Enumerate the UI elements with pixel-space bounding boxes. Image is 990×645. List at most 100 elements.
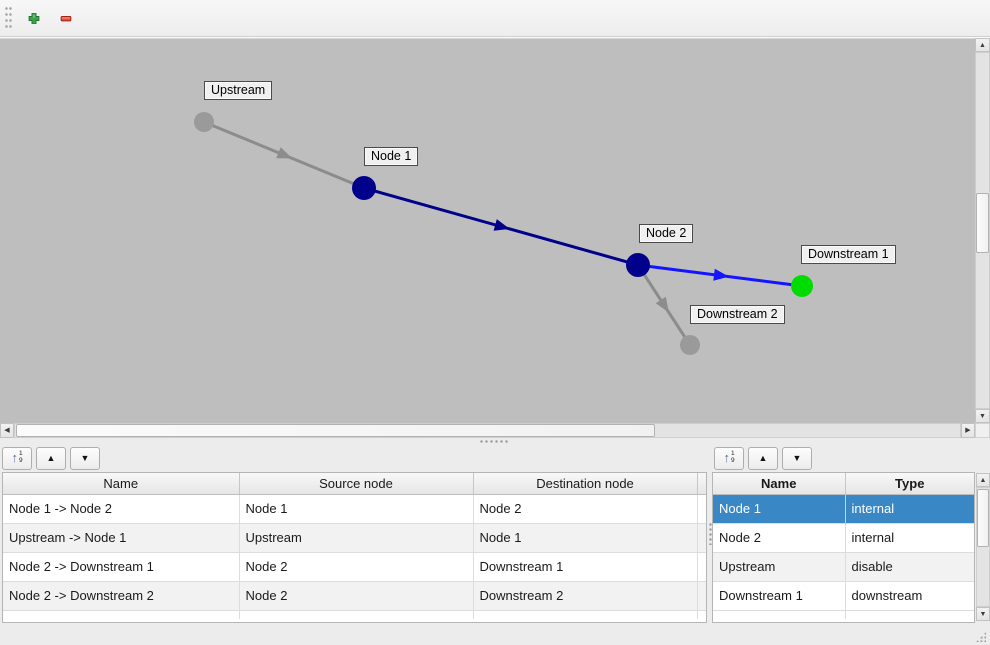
move-down-button[interactable]: ▼ bbox=[70, 446, 100, 470]
cell bbox=[239, 610, 474, 619]
edge-arrow-icon bbox=[655, 296, 669, 313]
canvas-horizontal-scrollbar[interactable]: ◀ ▶ bbox=[0, 423, 975, 438]
node-label[interactable]: Downstream 2 bbox=[690, 305, 785, 324]
cell: Node 2 bbox=[239, 552, 474, 582]
scroll-up-button[interactable]: ▲ bbox=[976, 473, 990, 487]
graph-node[interactable] bbox=[680, 335, 700, 355]
graph-node[interactable] bbox=[626, 253, 650, 277]
node-label[interactable]: Node 2 bbox=[639, 224, 694, 243]
scrollbar-corner bbox=[975, 423, 990, 438]
window-resize-grip[interactable] bbox=[976, 632, 986, 642]
node-label[interactable]: Node 1 bbox=[364, 147, 419, 166]
cell bbox=[713, 610, 846, 619]
toolbar-drag-handle[interactable] bbox=[5, 7, 13, 29]
minus-icon bbox=[60, 15, 72, 21]
move-up-button[interactable]: ▲ bbox=[36, 446, 66, 470]
cell bbox=[3, 610, 240, 619]
arrow-up-icon: ▲ bbox=[979, 41, 986, 49]
arrow-up-icon: ▲ bbox=[979, 476, 987, 484]
nodes-table-scrollbar[interactable]: ▲ ▼ bbox=[976, 473, 990, 621]
cell: Node 2 bbox=[239, 581, 474, 611]
cell bbox=[697, 552, 706, 582]
graph-node[interactable] bbox=[194, 112, 214, 132]
graph-node[interactable] bbox=[352, 176, 376, 200]
cell: Node 1 bbox=[239, 494, 474, 524]
scroll-down-button[interactable]: ▼ bbox=[975, 409, 990, 423]
column-header[interactable]: Destination node bbox=[473, 473, 698, 495]
arrow-down-icon: ▼ bbox=[979, 610, 987, 618]
scroll-down-button[interactable]: ▼ bbox=[976, 607, 990, 621]
add-node-button[interactable] bbox=[21, 5, 47, 31]
graph-diagram bbox=[194, 112, 813, 355]
cell bbox=[697, 581, 706, 611]
empty-row bbox=[3, 610, 706, 619]
cell: internal bbox=[845, 523, 974, 553]
move-down-icon: ▼ bbox=[80, 453, 90, 463]
remove-node-button[interactable] bbox=[53, 5, 79, 31]
move-down-button[interactable]: ▼ bbox=[782, 446, 812, 470]
node-label[interactable]: Downstream 1 bbox=[801, 245, 896, 264]
scrollbar-thumb[interactable] bbox=[976, 193, 989, 253]
edge-arrow-icon bbox=[713, 268, 729, 281]
move-up-button[interactable]: ▲ bbox=[748, 446, 778, 470]
edge-arrow-icon bbox=[276, 147, 293, 159]
cell bbox=[697, 523, 706, 553]
canvas-vertical-scrollbar[interactable]: ▲ ▼ bbox=[975, 38, 990, 423]
cell bbox=[697, 610, 706, 619]
cell: Node 2 -> Downstream 1 bbox=[3, 552, 240, 582]
cell bbox=[473, 610, 698, 619]
move-down-icon: ▼ bbox=[792, 453, 802, 463]
cell: internal bbox=[845, 494, 974, 524]
cell: downstream bbox=[845, 581, 974, 611]
scroll-left-button[interactable]: ◀ bbox=[0, 423, 14, 438]
column-header[interactable]: Name bbox=[713, 473, 846, 495]
cell: Upstream bbox=[239, 523, 474, 553]
scroll-right-button[interactable]: ▶ bbox=[961, 423, 975, 438]
arrow-left-icon: ◀ bbox=[4, 427, 10, 434]
column-header[interactable]: Source node bbox=[239, 473, 474, 495]
status-bar bbox=[0, 623, 990, 645]
plus-icon bbox=[28, 12, 40, 24]
horizontal-splitter[interactable] bbox=[0, 438, 990, 444]
scrollbar-thumb[interactable] bbox=[16, 424, 655, 437]
cell: Node 1 bbox=[713, 494, 846, 524]
splitter-grip-icon bbox=[480, 439, 510, 443]
cell: Upstream bbox=[713, 552, 846, 582]
empty-row bbox=[713, 610, 974, 619]
cell: Node 2 -> Downstream 2 bbox=[3, 581, 240, 611]
cell: Node 1 bbox=[473, 523, 698, 553]
cell: disable bbox=[845, 552, 974, 582]
scrollbar-thumb[interactable] bbox=[977, 489, 989, 547]
column-header[interactable]: Name bbox=[3, 473, 240, 495]
move-up-icon: ▲ bbox=[46, 453, 56, 463]
arrow-down-icon: ▼ bbox=[979, 412, 986, 420]
cell: Downstream 2 bbox=[473, 581, 698, 611]
node-label[interactable]: Upstream bbox=[204, 81, 273, 100]
column-header[interactable]: Type bbox=[845, 473, 974, 495]
main-toolbar bbox=[0, 0, 990, 37]
vertical-splitter[interactable] bbox=[708, 444, 712, 623]
graph-node[interactable] bbox=[791, 275, 813, 297]
scroll-up-button[interactable]: ▲ bbox=[975, 38, 990, 52]
